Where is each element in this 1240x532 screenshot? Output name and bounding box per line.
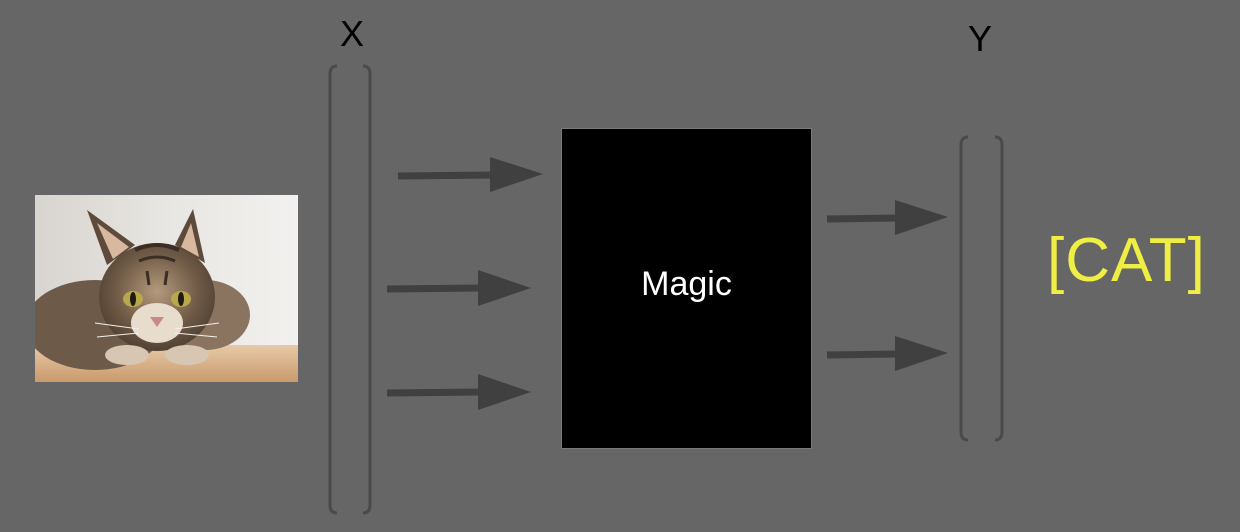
input-vector-bracket <box>330 66 370 513</box>
model-box-label: Magic <box>641 265 732 304</box>
prediction-label: [CAT] <box>1047 230 1206 292</box>
output-arrow <box>827 200 948 235</box>
input-arrow <box>398 157 543 192</box>
input-arrow <box>387 374 531 410</box>
output-arrow <box>827 336 948 371</box>
output-vector-bracket <box>961 137 1002 440</box>
model-box: Magic <box>561 128 812 449</box>
input-arrow <box>387 270 531 306</box>
